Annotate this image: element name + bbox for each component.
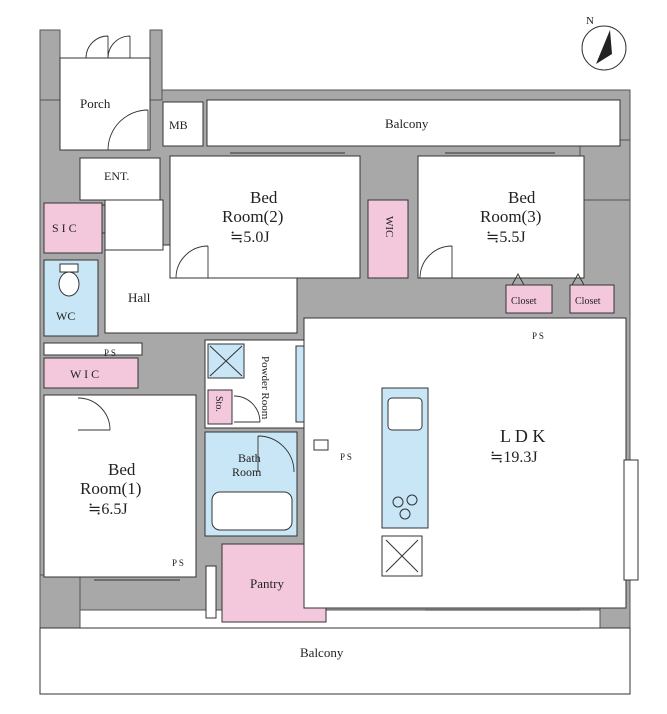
sic-storage [43, 202, 103, 254]
entrance [79, 157, 161, 201]
bedroom-3 [417, 155, 585, 279]
bedroom-1-door[interactable] [77, 397, 111, 431]
bath-door[interactable] [257, 435, 295, 473]
kitchen-sink-icon [387, 397, 423, 431]
entry-door[interactable] [107, 109, 149, 151]
wc-label: WC [56, 309, 75, 323]
ps-label-3: P S [340, 452, 352, 462]
ps-label-2: P S [104, 348, 116, 358]
ldk-size: ≒19.3J [490, 449, 538, 466]
closet-1-label: Closet [511, 296, 537, 307]
ldk [303, 317, 627, 609]
pantry-label: Pantry [250, 576, 284, 591]
hall-label: Hall [128, 290, 151, 305]
wic-bedroom-1 [43, 357, 139, 389]
porch-gate[interactable] [85, 35, 131, 59]
ps-label-4: P S [172, 558, 184, 568]
bed3-label-1: Bed [508, 188, 536, 207]
storage-sto [207, 389, 233, 425]
bed1-size: ≒6.5J [88, 501, 128, 518]
bed1-label-1: Bed [108, 460, 136, 479]
bedroom-3-door[interactable] [419, 245, 453, 279]
ps-box [313, 439, 329, 451]
mb-label: MB [169, 118, 188, 132]
closet-2 [569, 284, 615, 314]
meter-box [162, 101, 204, 147]
bathtub-icon [211, 491, 293, 531]
bed2-label-2: Room(2) [222, 207, 283, 226]
sto-label: Sto. [213, 396, 224, 412]
porch-label: Porch [80, 96, 111, 111]
wic-bedroom-2 [367, 199, 409, 279]
bed3-size: ≒5.5J [486, 229, 526, 246]
bed2-label-1: Bed [250, 188, 278, 207]
balcony-top-label: Balcony [385, 116, 429, 131]
bedroom-2-door[interactable] [175, 245, 209, 279]
closet-2-label: Closet [575, 296, 601, 307]
powder-room-label: Powder Room [259, 356, 271, 420]
toilet-icon [59, 263, 79, 273]
entrance-label: ENT. [104, 169, 129, 183]
north-compass-icon [581, 25, 627, 71]
balcony-bottom-label: Balcony [300, 645, 344, 660]
stove-burner-icon [392, 496, 404, 508]
closet-1 [505, 284, 553, 314]
ps-label-1: P S [532, 331, 544, 341]
wic-vertical-label: WIC [383, 216, 395, 237]
balcony-bottom [39, 627, 631, 695]
balcony-top [206, 99, 621, 147]
compass-north-label: N [586, 15, 594, 27]
ldk-label: L D K [500, 426, 545, 446]
ps-strip [43, 342, 143, 356]
wic-lower-label: W I C [70, 367, 99, 381]
bedroom-1 [43, 394, 197, 578]
bed1-label-2: Room(1) [80, 479, 141, 498]
porch-area [59, 57, 151, 151]
bath-label-1: Bath [238, 451, 261, 465]
bed3-label-2: Room(3) [480, 207, 541, 226]
sic-label: S I C [52, 221, 77, 235]
bed2-size: ≒5.0J [230, 229, 270, 246]
bedroom-2 [169, 155, 361, 279]
bath-label-2: Room [232, 465, 262, 479]
toilet-bowl-icon [58, 271, 80, 297]
